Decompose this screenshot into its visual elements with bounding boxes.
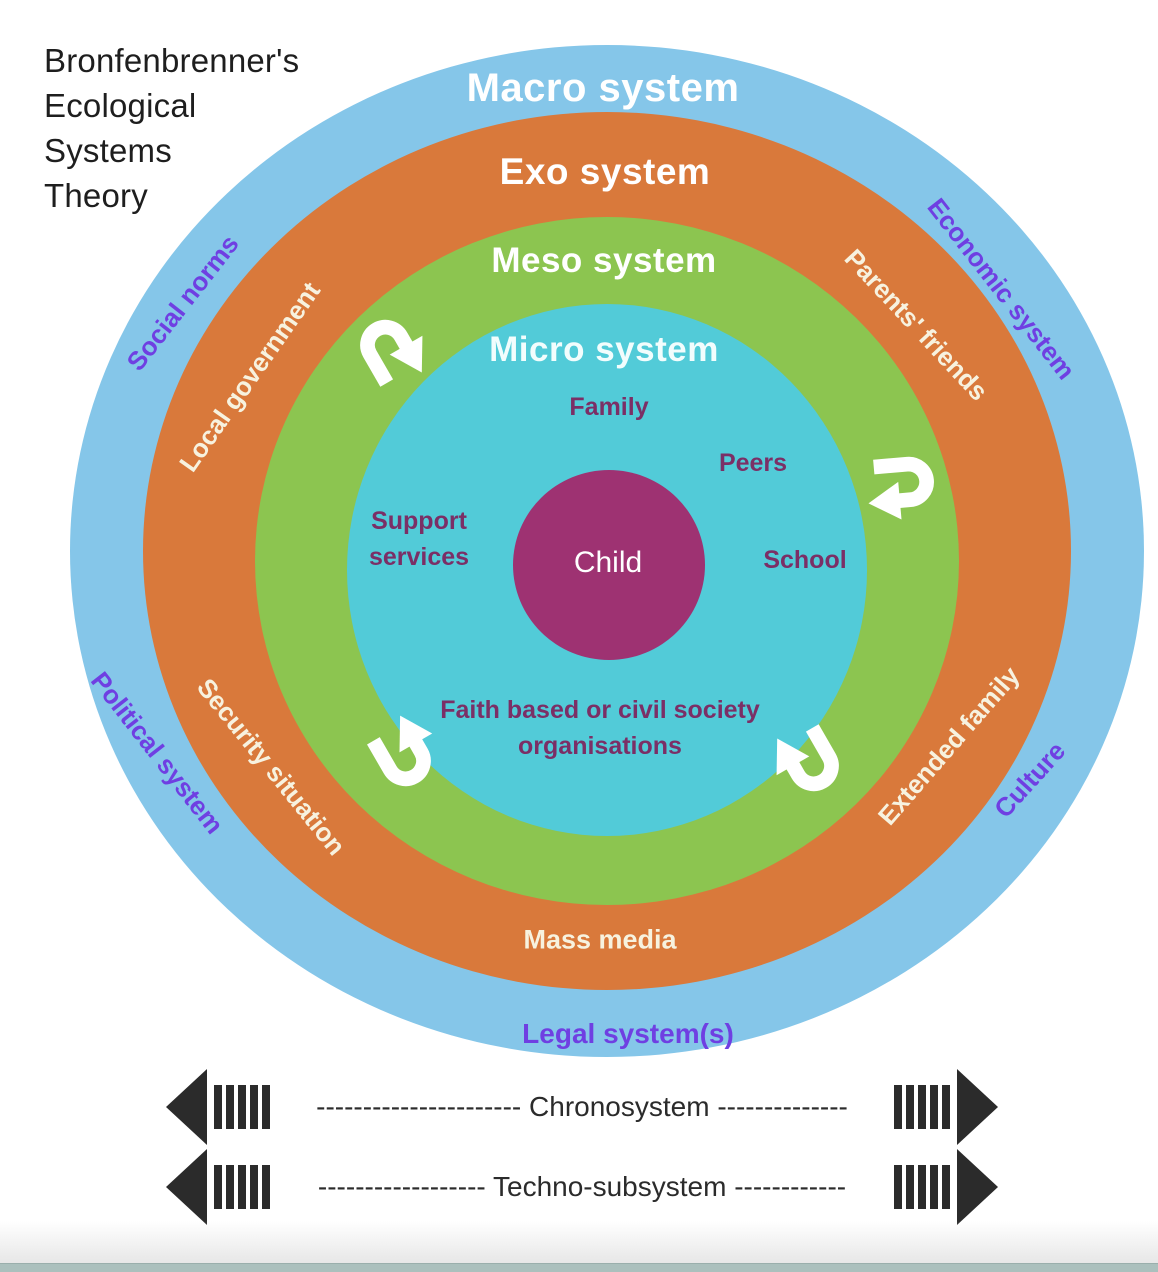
- faith-line: organisations: [518, 732, 682, 760]
- exo-ring-title: Exo system: [499, 151, 711, 192]
- right-triangle-icon: [957, 1149, 998, 1225]
- arrow-tail-bars-icon: [214, 1085, 270, 1129]
- left-triangle-icon: [166, 1149, 207, 1225]
- macro-ring-title: Macro system: [466, 66, 740, 110]
- footer-gradient: [0, 1221, 1158, 1263]
- u-turn-arrow-icon: [776, 724, 839, 792]
- arrow-tail-bars-icon: [894, 1085, 950, 1129]
- left-arrow-icon: [166, 1149, 270, 1225]
- support-line: Support: [371, 507, 467, 535]
- chronosystem-row: ---------------------- Chronosystem ----…: [166, 1068, 998, 1146]
- label-faith-organisations: Faith based or civil society organisatio…: [440, 692, 760, 764]
- micro-ring-title: Micro system: [489, 330, 719, 369]
- chronosystem-label: ---------------------- Chronosystem ----…: [316, 1091, 848, 1122]
- u-turn-arrow-icon: [868, 456, 934, 520]
- right-triangle-icon: [957, 1069, 998, 1145]
- title-line: Systems: [44, 132, 172, 169]
- techno-subsystem-row: ------------------ Techno-subsystem ----…: [166, 1148, 998, 1226]
- label-support-services: Support services: [369, 503, 469, 575]
- u-turn-arrow-icon: [367, 715, 433, 787]
- title-line: Theory: [44, 177, 148, 214]
- arrow-tail-bars-icon: [894, 1165, 950, 1209]
- label-peers: Peers: [718, 449, 788, 477]
- page-title: Bronfenbrenner's Ecological Systems Theo…: [44, 38, 299, 218]
- label-child: Child: [573, 546, 643, 579]
- techno-subsystem-label: ------------------ Techno-subsystem ----…: [317, 1171, 847, 1202]
- left-triangle-icon: [166, 1069, 207, 1145]
- label-school: School: [763, 546, 847, 574]
- label-mass-media: Mass media: [523, 924, 677, 955]
- label-legal-systems: Legal system(s): [522, 1018, 734, 1049]
- right-arrow-icon: [894, 1149, 998, 1225]
- right-arrow-icon: [894, 1069, 998, 1145]
- bottom-bar: [0, 1263, 1158, 1272]
- arrow-tail-bars-icon: [214, 1165, 270, 1209]
- title-line: Bronfenbrenner's: [44, 42, 300, 79]
- u-turn-arrow-icon: [360, 319, 423, 387]
- support-line: services: [368, 543, 470, 571]
- meso-ring-title: Meso system: [491, 241, 717, 280]
- child-circle: [513, 470, 705, 660]
- faith-line: Faith based or civil society: [440, 696, 760, 724]
- left-arrow-icon: [166, 1069, 270, 1145]
- label-family: Family: [569, 393, 649, 421]
- title-line: Ecological: [44, 87, 197, 124]
